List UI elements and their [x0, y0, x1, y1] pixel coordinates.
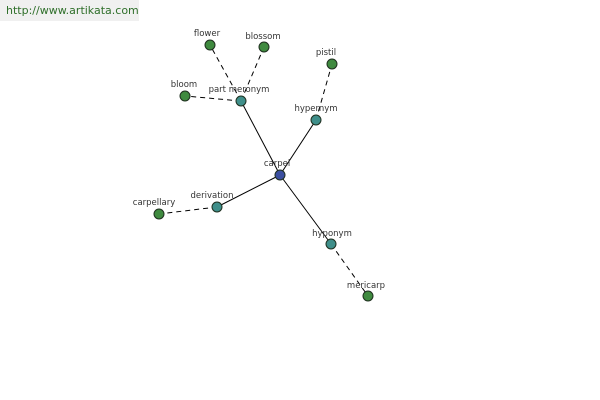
node-pistil[interactable]: pistil: [316, 48, 338, 70]
edge-carpel-to-part-meronym: [240, 100, 281, 176]
node-bloom-marker[interactable]: [179, 90, 191, 102]
node-carpel-label: carpel: [264, 159, 290, 169]
edge-part-meronym-to-flower: [209, 44, 242, 102]
node-derivation[interactable]: derivation: [190, 191, 234, 213]
node-hypernym-label: hypernym: [294, 104, 337, 114]
node-hypernym[interactable]: hypernym: [294, 104, 338, 126]
node-hyponym[interactable]: hyponym: [312, 229, 352, 250]
node-hyponym-label: hyponym: [312, 229, 352, 239]
node-derivation-marker[interactable]: [211, 201, 223, 213]
node-flower-label: flower: [194, 29, 221, 39]
graph-edges: [158, 44, 369, 297]
edge-hyponym-to-mericarp: [330, 243, 369, 297]
node-part-meronym[interactable]: part meronym: [209, 85, 270, 107]
node-mericarp[interactable]: mericarp: [347, 281, 385, 302]
node-carpellary-label: carpellary: [133, 198, 175, 208]
node-blossom-label: blossom: [245, 32, 280, 42]
node-carpel[interactable]: carpel: [264, 159, 290, 181]
node-flower-marker[interactable]: [204, 39, 216, 51]
edge-carpel-to-derivation: [216, 174, 281, 208]
node-bloom[interactable]: bloom: [171, 80, 197, 102]
node-hypernym-marker[interactable]: [310, 114, 322, 126]
node-bloom-label: bloom: [171, 80, 197, 90]
node-derivation-label: derivation: [190, 191, 233, 201]
node-part-meronym-marker[interactable]: [235, 95, 247, 107]
node-part-meronym-label: part meronym: [209, 85, 270, 95]
graph-nodes: carpel part meronym hypernym derivation hypo…: [133, 29, 385, 302]
edge-part-meronym-to-bloom: [184, 95, 242, 102]
site-url-text: http://www.artikata.com: [6, 4, 139, 17]
node-pistil-label: pistil: [316, 48, 336, 58]
node-carpellary-marker[interactable]: [153, 208, 165, 220]
node-hyponym-marker[interactable]: [325, 238, 337, 250]
node-mericarp-label: mericarp: [347, 281, 385, 291]
node-carpel-marker[interactable]: [274, 169, 286, 181]
site-url-banner[interactable]: http://www.artikata.com: [0, 0, 139, 21]
edge-carpel-to-hypernym: [279, 119, 317, 176]
node-blossom[interactable]: blossom: [245, 32, 281, 53]
edge-derivation-to-carpellary: [158, 206, 218, 215]
node-flower[interactable]: flower: [194, 29, 221, 51]
node-pistil-marker[interactable]: [326, 58, 338, 70]
node-mericarp-marker[interactable]: [362, 290, 374, 302]
edge-part-meronym-to-blossom: [240, 46, 265, 102]
node-blossom-marker[interactable]: [258, 41, 270, 53]
node-carpellary[interactable]: carpellary: [133, 198, 175, 220]
edge-carpel-to-hyponym: [279, 174, 332, 245]
edge-hypernym-to-pistil: [315, 63, 333, 121]
